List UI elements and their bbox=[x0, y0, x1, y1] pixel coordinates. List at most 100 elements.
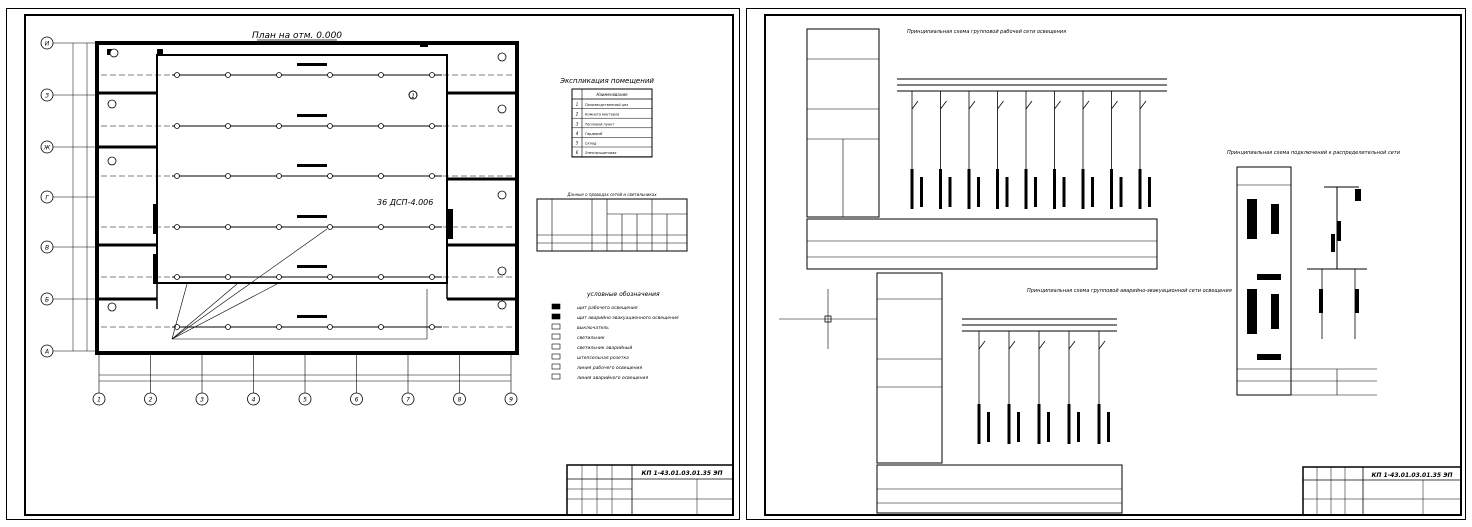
luminaire bbox=[276, 224, 282, 230]
symbols-legend: щит рабочего освещения щит аварийно-эваку… bbox=[551, 303, 679, 381]
luminaire bbox=[174, 123, 180, 129]
inner-frame bbox=[764, 14, 1462, 516]
axis-row-label: А bbox=[44, 349, 49, 356]
symbol-label: линия аварийного освещения bbox=[576, 375, 648, 381]
axis-row-label: И bbox=[45, 41, 50, 48]
luminaire bbox=[429, 173, 435, 179]
legend-row-name: Электрощитовая bbox=[584, 151, 616, 155]
luminaire bbox=[378, 224, 384, 230]
luminaire bbox=[429, 224, 435, 230]
luminaire bbox=[225, 274, 231, 280]
luminaire bbox=[429, 324, 435, 330]
diagram3-blocks bbox=[1247, 189, 1361, 360]
legend-row-num: 2 bbox=[576, 112, 579, 117]
legend-row-num: 5 bbox=[576, 141, 579, 146]
wire-table bbox=[536, 198, 688, 252]
axis-col-label: 3 bbox=[200, 397, 204, 404]
luminaire bbox=[327, 123, 333, 129]
distribution-diagram bbox=[1236, 166, 1377, 396]
axis-row-label: З bbox=[45, 93, 49, 100]
luminaire bbox=[225, 224, 231, 230]
axis-bubble bbox=[144, 392, 157, 406]
luminaire-label bbox=[297, 114, 327, 117]
legend-row-name: Склад bbox=[585, 142, 597, 146]
axis-bubble bbox=[453, 392, 466, 406]
luminaire bbox=[225, 173, 231, 179]
axis-bubble bbox=[40, 36, 54, 50]
svg-text:1: 1 bbox=[411, 93, 415, 100]
axis-col-label: 2 bbox=[149, 397, 153, 404]
symbol-label: щит рабочего освещения bbox=[577, 305, 638, 311]
building-outer-wall bbox=[95, 41, 519, 355]
luminaire-label bbox=[297, 315, 327, 318]
symbol-label: щит аварийно-эвакуационного освещения bbox=[577, 315, 679, 321]
luminaire-label bbox=[297, 63, 327, 66]
svg-text:Наименование: Наименование bbox=[596, 92, 628, 97]
axis-bubble bbox=[40, 240, 54, 254]
room-label: 36 ДСП-4.006 bbox=[377, 198, 433, 207]
luminaire bbox=[174, 224, 180, 230]
room-explication-table: Наименование 1 Производственный цех 2 Комна… bbox=[571, 88, 653, 158]
diagram2-title: Принципиальная схема групповой аварийно-… bbox=[1027, 288, 1232, 294]
legend-row-num: 4 bbox=[576, 131, 579, 136]
inner-frame bbox=[24, 14, 734, 516]
luminaire bbox=[327, 324, 333, 330]
title-block bbox=[566, 464, 734, 516]
lighting-lines bbox=[101, 63, 513, 330]
luminaire bbox=[378, 173, 384, 179]
axis-bubble bbox=[40, 344, 54, 358]
luminaire bbox=[174, 173, 180, 179]
luminaire bbox=[378, 72, 384, 78]
emergency-lighting-diagram bbox=[779, 272, 1123, 514]
axis-row-label: Ж bbox=[43, 145, 51, 152]
axis-bubble bbox=[401, 392, 415, 406]
axis-col-label: 9 bbox=[509, 397, 513, 404]
luminaire-label bbox=[297, 265, 327, 268]
working-lighting-diagram bbox=[806, 28, 1167, 270]
axis-row-label: Б bbox=[45, 297, 49, 304]
feeder-lines bbox=[171, 228, 428, 340]
luminaire bbox=[327, 173, 333, 179]
luminaire bbox=[174, 274, 180, 280]
luminaire bbox=[276, 274, 282, 280]
luminaire bbox=[276, 324, 282, 330]
luminaire bbox=[276, 173, 282, 179]
symbol-label: линия рабочего освещения bbox=[576, 365, 642, 371]
axis-col-label: 7 bbox=[406, 397, 410, 404]
legend-title: Экспликация помещений bbox=[559, 77, 654, 85]
luminaire-label bbox=[297, 164, 327, 167]
legend-row-name: Тепловой пункт bbox=[585, 122, 615, 126]
schematics-drawing: Принципиальная схема групповой рабочей с… bbox=[764, 14, 1462, 516]
symbol-label: выключатель bbox=[577, 326, 609, 331]
legend-row-name: Гардероб bbox=[585, 132, 603, 136]
axis-row-label: В bbox=[45, 245, 49, 252]
plan-title: План на отм. 0.000 bbox=[252, 31, 342, 41]
room-markers bbox=[107, 48, 507, 312]
legend-row-name: Производственный цех bbox=[585, 103, 629, 107]
luminaire bbox=[429, 274, 435, 280]
luminaire bbox=[429, 72, 435, 78]
axis-col-label: 8 bbox=[458, 397, 462, 404]
title-block-code: КП 1-43.01.03.01.35 ЭП bbox=[1371, 472, 1452, 479]
legend-row-num: 3 bbox=[576, 121, 579, 126]
axis-col-label: 6 bbox=[355, 397, 359, 404]
diagram3-title: Принципиальная схема подключений к распр… bbox=[1227, 150, 1401, 156]
diagram1-title: Принципиальная схема групповой рабочей с… bbox=[907, 29, 1066, 35]
axis-bubble bbox=[247, 392, 260, 406]
axis-bubble bbox=[40, 140, 54, 154]
luminaire bbox=[174, 72, 180, 78]
luminaire bbox=[225, 324, 231, 330]
legend-row-num: 1 bbox=[576, 102, 579, 107]
drawing-sheet-schematics: Принципиальная схема групповой рабочей с… bbox=[746, 8, 1466, 520]
legend-row-name: Комната мастеров bbox=[585, 113, 619, 117]
luminaire bbox=[327, 72, 333, 78]
luminaire bbox=[429, 123, 435, 129]
luminaire-label bbox=[297, 215, 327, 218]
axis-col-label: 4 bbox=[252, 397, 256, 404]
symbols-title: условные обозначения bbox=[586, 291, 660, 298]
axis-bubble bbox=[350, 392, 363, 406]
